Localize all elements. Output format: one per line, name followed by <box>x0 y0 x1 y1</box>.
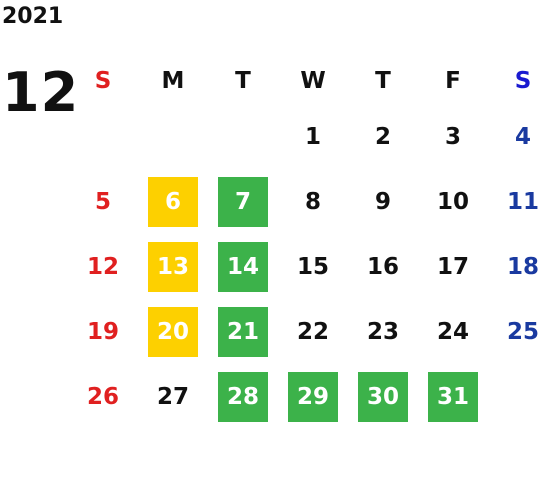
day-cell[interactable]: 27 <box>138 364 208 429</box>
day-cell[interactable]: 5 <box>68 169 138 234</box>
weekday-header-sun: S <box>94 68 112 94</box>
day-cell[interactable]: 11 <box>488 169 548 234</box>
day-number: 13 <box>148 241 198 292</box>
day-cell[interactable]: 17 <box>418 234 488 299</box>
day-number: 7 <box>218 176 268 227</box>
day-cell[interactable]: 26 <box>68 364 138 429</box>
weekday-header-mon: M <box>161 68 185 94</box>
weekday-header-fri: F <box>445 68 461 94</box>
day-cell-empty <box>68 104 138 169</box>
day-cell-highlight-green[interactable]: 21 <box>208 299 278 364</box>
day-number <box>78 112 128 162</box>
day-number: 30 <box>358 371 408 422</box>
day-number: 8 <box>304 188 321 215</box>
day-cell[interactable]: 1 <box>278 104 348 169</box>
day-cell-empty <box>208 104 278 169</box>
day-number: 29 <box>288 371 338 422</box>
day-cell[interactable]: 9 <box>348 169 418 234</box>
day-number: 12 <box>86 253 119 280</box>
day-cell-empty <box>488 364 548 429</box>
day-cell-highlight-green[interactable]: 28 <box>208 364 278 429</box>
day-number: 21 <box>218 306 268 357</box>
day-number: 25 <box>506 318 539 345</box>
day-number: 18 <box>506 253 539 280</box>
weekday-header-wed: W <box>300 68 326 94</box>
day-cell[interactable]: 16 <box>348 234 418 299</box>
month-label: 12 <box>2 61 80 124</box>
day-cell[interactable]: 25 <box>488 299 548 364</box>
day-number: 19 <box>86 318 119 345</box>
day-cell[interactable]: 8 <box>278 169 348 234</box>
day-number: 24 <box>436 318 469 345</box>
day-cell[interactable]: 12 <box>68 234 138 299</box>
day-cell-highlight-green[interactable]: 31 <box>418 364 488 429</box>
day-cell[interactable]: 18 <box>488 234 548 299</box>
day-cell[interactable]: 22 <box>278 299 348 364</box>
day-cell[interactable]: 4 <box>488 104 548 169</box>
day-cell[interactable]: 10 <box>418 169 488 234</box>
day-number <box>498 372 548 422</box>
day-number: 2 <box>374 123 391 150</box>
weekday-header-thu: T <box>375 68 391 94</box>
day-number: 23 <box>366 318 399 345</box>
day-cell[interactable]: 3 <box>418 104 488 169</box>
day-number: 22 <box>296 318 329 345</box>
day-cell[interactable]: 24 <box>418 299 488 364</box>
day-number: 28 <box>218 371 268 422</box>
day-number: 14 <box>218 241 268 292</box>
day-number: 11 <box>506 188 539 215</box>
day-cell[interactable]: 23 <box>348 299 418 364</box>
weekday-header-tue: T <box>235 68 251 94</box>
day-cell[interactable]: 19 <box>68 299 138 364</box>
day-cell-highlight-yellow[interactable]: 13 <box>138 234 208 299</box>
day-cell-highlight-yellow[interactable]: 6 <box>138 169 208 234</box>
calendar-grid: S M T W T F S 1 2 3 4 5 6 7 8 9 10 11 12… <box>68 58 548 429</box>
day-cell-highlight-green[interactable]: 29 <box>278 364 348 429</box>
day-number: 10 <box>436 188 469 215</box>
day-number: 27 <box>156 383 189 410</box>
day-number: 4 <box>514 123 531 150</box>
day-number: 31 <box>428 371 478 422</box>
day-number: 3 <box>444 123 461 150</box>
day-number: 20 <box>148 306 198 357</box>
day-number <box>148 112 198 162</box>
day-cell[interactable]: 2 <box>348 104 418 169</box>
day-number: 16 <box>366 253 399 280</box>
day-cell-empty <box>138 104 208 169</box>
day-number <box>218 112 268 162</box>
day-number: 15 <box>296 253 329 280</box>
day-number: 17 <box>436 253 469 280</box>
day-number: 9 <box>374 188 391 215</box>
day-cell-highlight-yellow[interactable]: 20 <box>138 299 208 364</box>
year-label: 2021 <box>2 4 64 29</box>
day-cell[interactable]: 15 <box>278 234 348 299</box>
day-cell-highlight-green[interactable]: 14 <box>208 234 278 299</box>
weekday-header-sat: S <box>514 68 532 94</box>
day-number: 5 <box>94 188 111 215</box>
day-number: 1 <box>304 123 321 150</box>
day-cell-highlight-green[interactable]: 30 <box>348 364 418 429</box>
day-number: 26 <box>86 383 119 410</box>
day-cell-highlight-green[interactable]: 7 <box>208 169 278 234</box>
day-number: 6 <box>148 176 198 227</box>
